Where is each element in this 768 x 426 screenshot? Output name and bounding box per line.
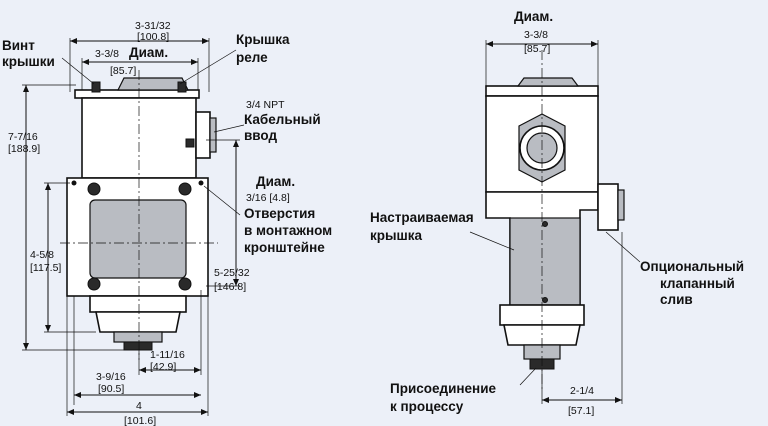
drain-label-1: Опциональный (640, 259, 744, 274)
adj-screw-top (542, 221, 548, 227)
adjustable-cover-label-2: крышка (370, 228, 423, 243)
process-label-2: к процессу (390, 399, 464, 414)
cover-dia-label: Диам. (129, 45, 168, 60)
side-cover-top (516, 77, 580, 87)
drain-label-2: клапанный (660, 276, 735, 291)
side-dia-dim-metric: [85.7] (524, 43, 550, 55)
cover-dia-dim-metric: [85.7] (110, 65, 136, 77)
process-label-1: Присоединение (390, 381, 496, 396)
relay-cover-label-1: Крышка (236, 32, 290, 47)
overall-width-dim-metric: [101.6] (124, 415, 156, 426)
side-dia-label: Диам. (514, 9, 553, 24)
relay-cover-leader (179, 49, 237, 85)
mount-hole-right (198, 180, 204, 186)
conduit-thread (209, 117, 217, 153)
top-overall-dim-metric: [100.8] (137, 31, 169, 43)
conduit-label-2: ввод (244, 128, 277, 143)
conduit-label-1: Кабельный (244, 112, 321, 127)
bracket-height-dim-text: 4-5/8 (30, 249, 54, 261)
lower-neck (89, 295, 187, 313)
side-depth-dim-text: 2-1/4 (570, 385, 594, 397)
mount-hole-left (71, 180, 77, 186)
holes-label-1: Отверстия (244, 206, 315, 221)
holes-label-3: кронштейне (244, 240, 325, 255)
cover-screw-right (177, 81, 187, 93)
side-view (485, 50, 625, 390)
process-port (123, 341, 153, 351)
cover-screw (91, 81, 101, 93)
bracket-bolt-br (178, 277, 192, 291)
offset-dim-text: 1-11/16 (150, 349, 185, 361)
front-view (60, 70, 218, 360)
cover-dia-dim-text: 3-3/8 (95, 48, 119, 60)
side-view-dimensions (469, 40, 641, 404)
bracket-bolt-bl (87, 277, 101, 291)
bracket-bolt-tl (87, 182, 101, 196)
drain-thread (617, 189, 625, 221)
overall-width-dim-text: 4 (136, 400, 142, 412)
drain-label-3: слив (660, 292, 693, 307)
bracket-plate (89, 199, 187, 279)
conduit-boss (195, 111, 211, 159)
bracket-height-dim-metric: [117.5] (30, 262, 61, 274)
top-overall-dim-text: 3-31/32 (135, 20, 171, 32)
ground-screw (185, 138, 195, 148)
adjustable-cover (509, 217, 581, 306)
adj-screw-bottom (542, 297, 548, 303)
hole-spacing-dim-text: 5-25/32 (214, 267, 250, 279)
conduit-leader (213, 124, 245, 133)
side-dia-dim-text: 3-3/8 (524, 29, 548, 41)
height-dim-metric: [188.9] (8, 143, 40, 155)
process-hex (113, 331, 163, 343)
cover-screw-label-2: крышки (2, 54, 55, 69)
adjustable-cover-leader (469, 231, 515, 251)
holes-label-2: в монтажном (244, 223, 332, 238)
hole-spacing-dim-metric: [146.8] (214, 281, 246, 293)
offset-dim-metric: [42.9] (150, 361, 176, 373)
side-depth-dim-metric: [57.1] (568, 405, 594, 417)
bracket-width-dim-metric: [90.5] (98, 383, 124, 395)
relay-cover-label-2: реле (236, 50, 268, 65)
drain-valve (597, 183, 619, 231)
process-leader (519, 367, 537, 386)
height-dim-text: 7-7/16 (8, 131, 38, 143)
hole-dia-label: Диам. (256, 174, 295, 189)
hole-dia-dim-text: 3/16 [4.8] (246, 192, 290, 204)
bracket-bolt-tr (178, 182, 192, 196)
front-view-dimensions (22, 38, 245, 416)
lower-body (95, 311, 181, 333)
bracket-width-dim-text: 3-9/16 (96, 371, 126, 383)
cover-screw-leader (61, 57, 95, 85)
drain-leader (605, 231, 641, 263)
holes-leader (203, 185, 241, 216)
relay-cover-top (117, 77, 189, 91)
cover-screw-label-1: Винт (2, 38, 35, 53)
conduit-size-text: 3/4 NPT (246, 99, 285, 111)
adjustable-cover-label-1: Настраиваемая (370, 210, 474, 225)
